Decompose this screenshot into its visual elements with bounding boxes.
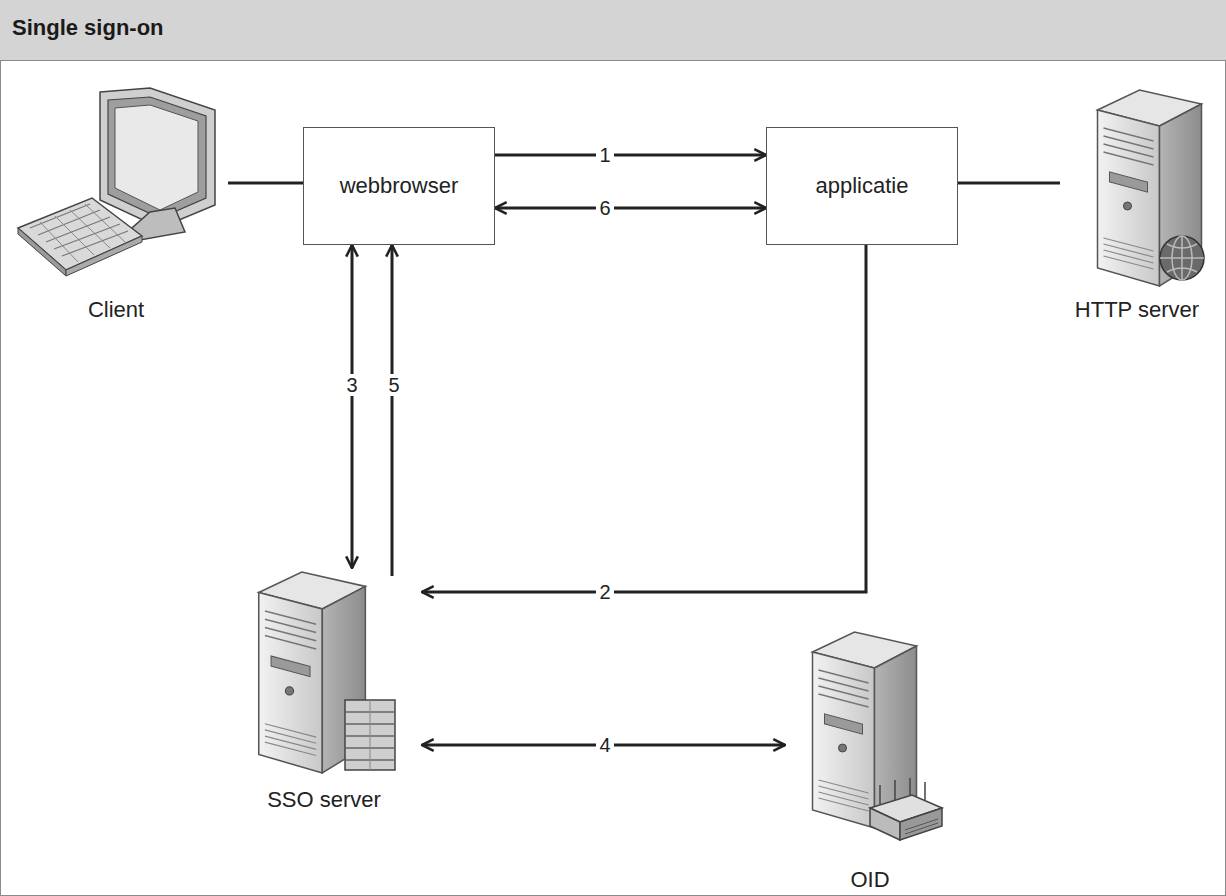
- process-box: applicatie: [766, 127, 958, 245]
- step-number: 3: [343, 374, 360, 396]
- step-number: 4: [596, 734, 613, 756]
- server-icon-node: HTTP server: [1054, 88, 1220, 323]
- icon-label: OID: [783, 867, 957, 893]
- icon-label: HTTP server: [1054, 297, 1220, 323]
- oid-server-icon: [813, 632, 943, 840]
- process-box: webbrowser: [303, 127, 495, 245]
- connector-arrow: [495, 207, 766, 210]
- diagram-title: Single sign-on: [12, 15, 164, 41]
- connector-arrow: [958, 182, 1060, 185]
- connector-arrow: [228, 182, 303, 185]
- step-number: 1: [596, 144, 613, 166]
- server-icon-node: OID: [783, 628, 957, 893]
- connector-arrow: [422, 245, 866, 592]
- icon-label: Client: [4, 297, 228, 323]
- icon-label: SSO server: [226, 787, 422, 813]
- box-label: webbrowser: [340, 173, 459, 199]
- step-number: 5: [385, 374, 402, 396]
- server-icon-node: SSO server: [226, 568, 422, 813]
- connector-arrow: [495, 154, 766, 157]
- title-bar: Single sign-on: [0, 0, 1226, 61]
- connector-arrow: [391, 245, 394, 576]
- client-icon-node: Client: [4, 88, 228, 323]
- step-number: 2: [596, 581, 613, 603]
- step-number: 6: [596, 197, 613, 219]
- connector-arrow: [351, 245, 354, 568]
- client-computer: [18, 88, 215, 276]
- box-label: applicatie: [816, 173, 909, 199]
- http-server-icon: [1098, 90, 1205, 286]
- sso-server-icon: [259, 572, 395, 773]
